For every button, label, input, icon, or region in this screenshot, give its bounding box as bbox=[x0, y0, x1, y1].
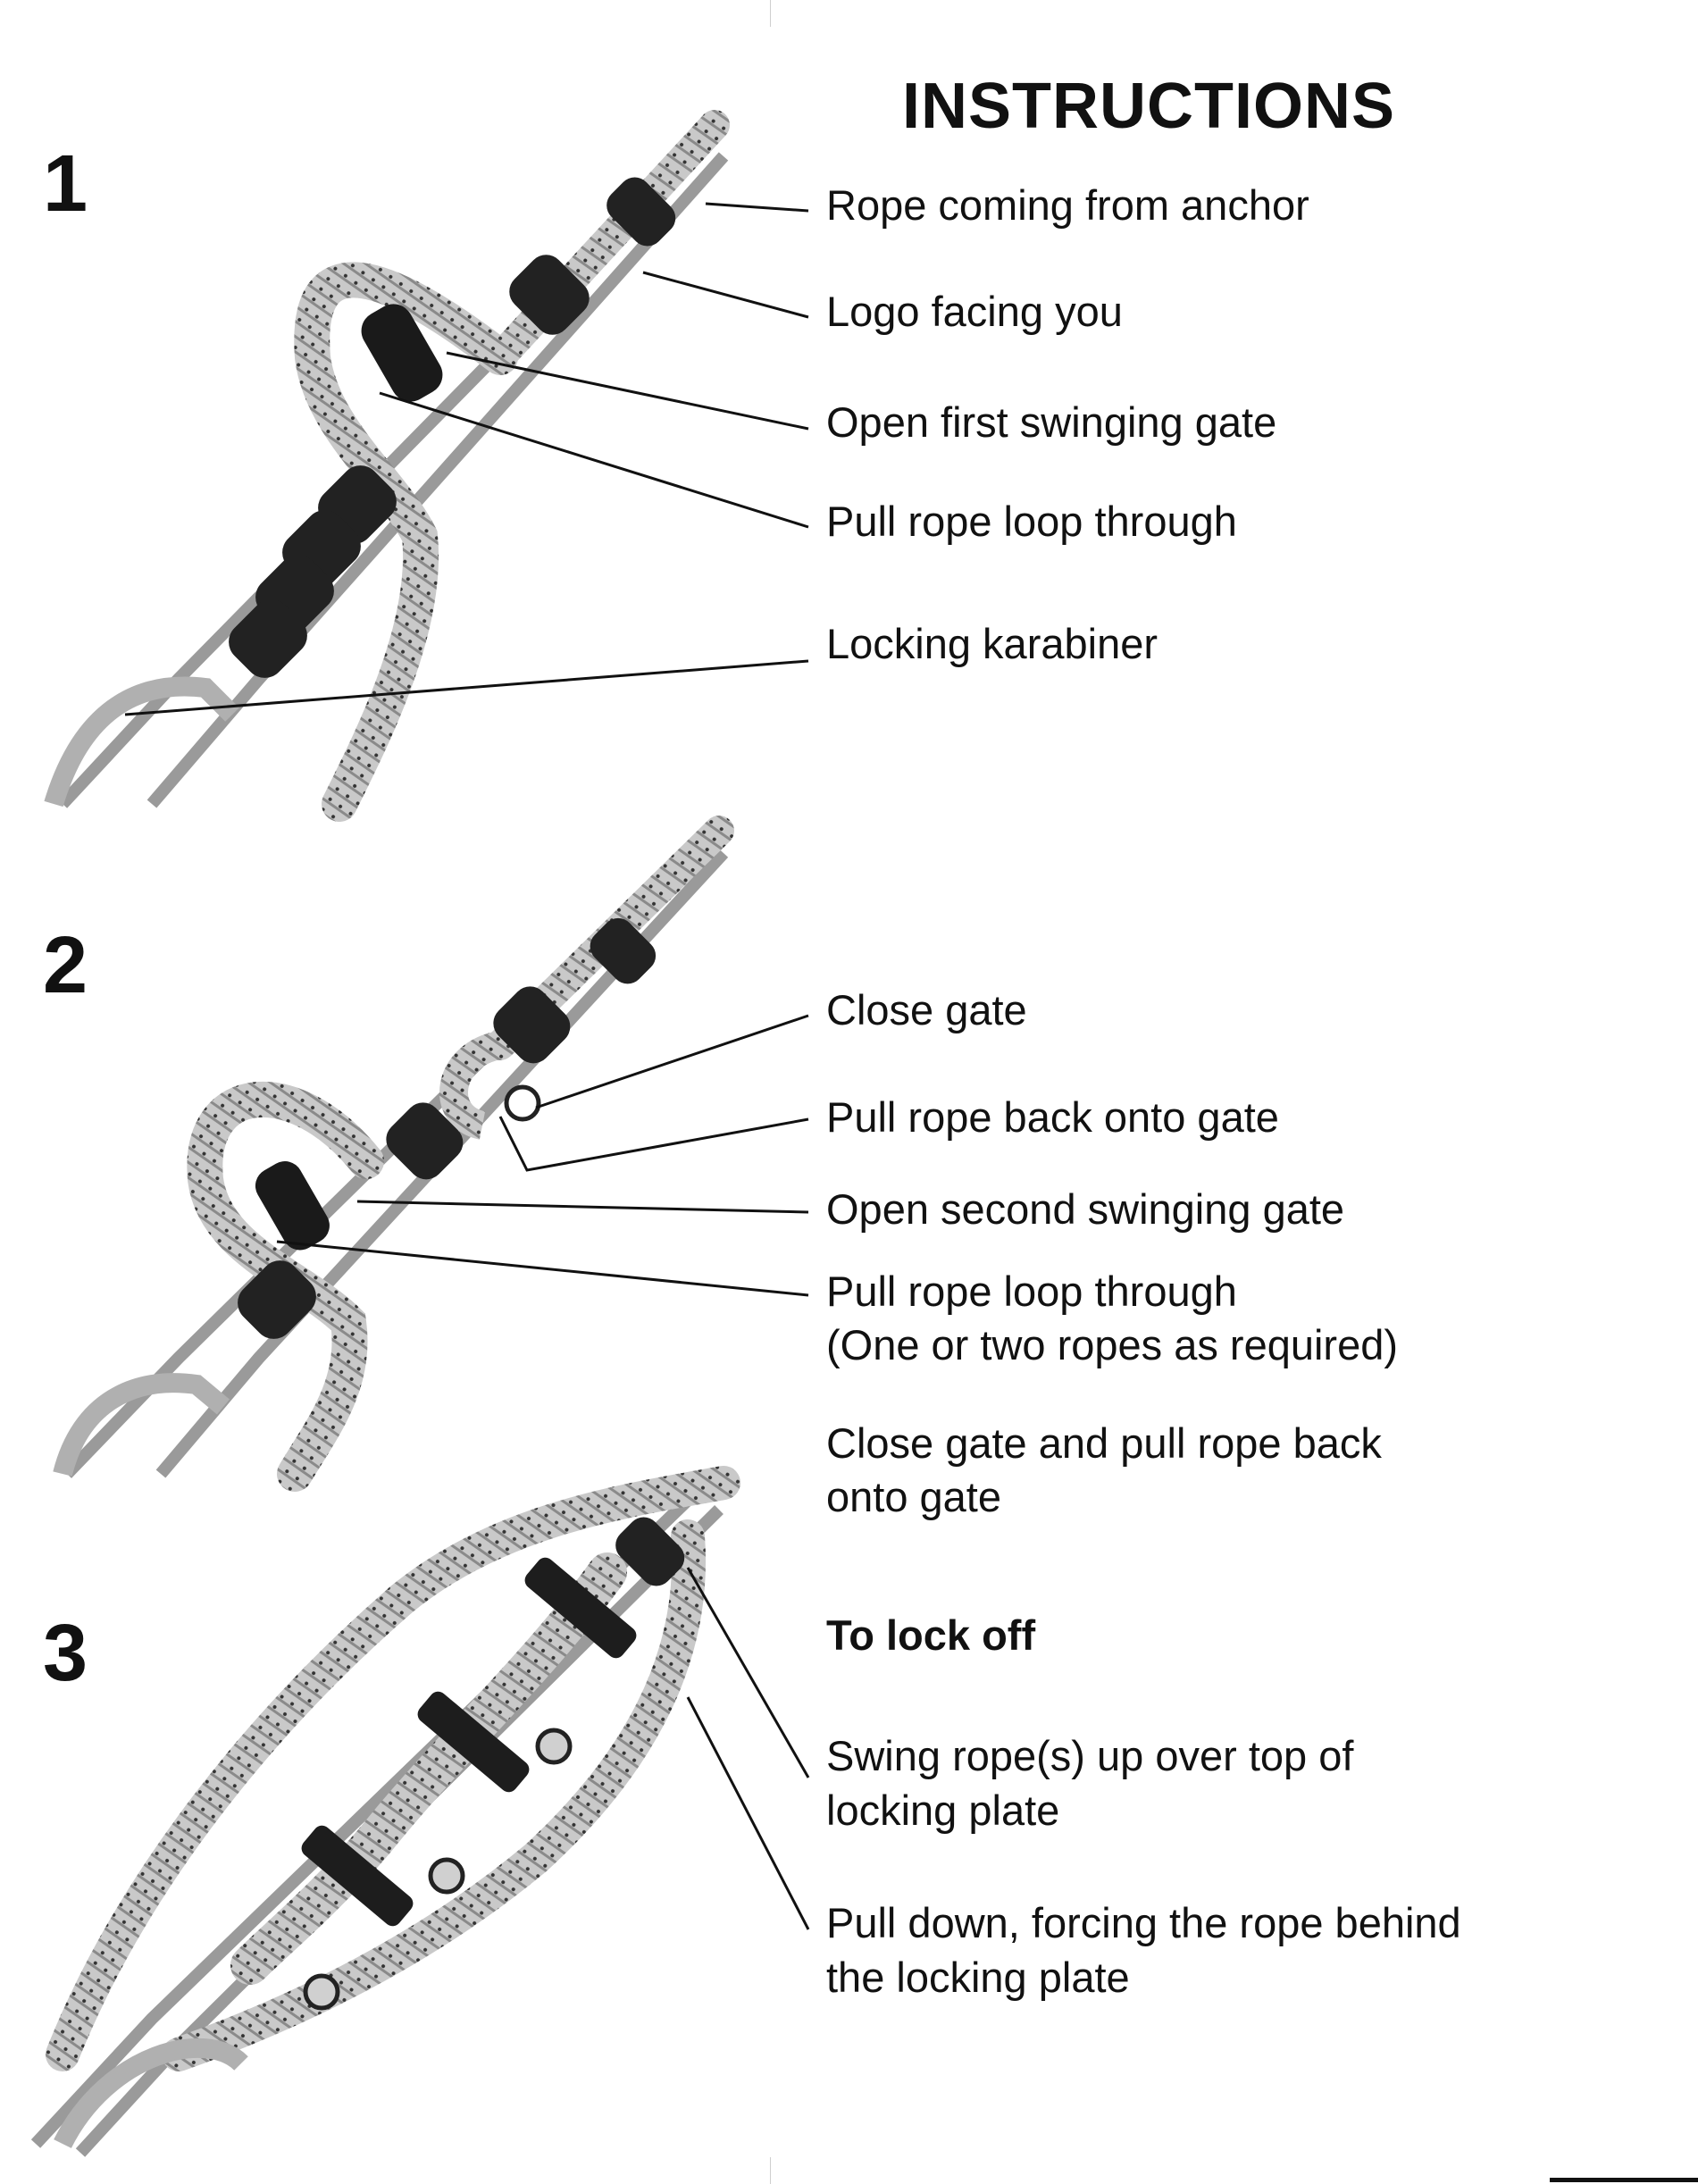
label-swing-rope-2: locking plate bbox=[826, 1787, 1060, 1834]
label-pull-down-1: Pull down, forcing the rope behind bbox=[826, 1899, 1461, 1946]
step-1-illustration bbox=[44, 110, 730, 822]
fold-mark-top bbox=[770, 0, 771, 27]
leader-lines bbox=[124, 202, 810, 1930]
page-title: INSTRUCTIONS bbox=[902, 71, 1395, 142]
step-3-illustration bbox=[30, 1466, 740, 2157]
step-number-1: 1 bbox=[43, 139, 88, 229]
heading-to-lock-off: To lock off bbox=[826, 1611, 1036, 1659]
step-number-3: 3 bbox=[43, 1609, 88, 1698]
label-pull-loop-2: Pull rope loop through bbox=[826, 1268, 1237, 1315]
label-pull-rope-back: Pull rope back onto gate bbox=[826, 1093, 1279, 1141]
page-edge-bar bbox=[1550, 2178, 1698, 2182]
fold-mark-bottom bbox=[770, 2157, 771, 2184]
label-close-gate: Close gate bbox=[826, 986, 1027, 1033]
label-rope-from-anchor: Rope coming from anchor bbox=[826, 181, 1309, 229]
label-open-first-gate: Open first swinging gate bbox=[826, 398, 1277, 446]
label-logo-facing-you: Logo facing you bbox=[826, 288, 1123, 335]
label-close-and-pull-1: Close gate and pull rope back bbox=[826, 1419, 1382, 1467]
label-pull-loop-1: Pull rope loop through bbox=[826, 498, 1237, 545]
step-number-2: 2 bbox=[43, 921, 88, 1010]
label-swing-rope-1: Swing rope(s) up over top of bbox=[826, 1732, 1354, 1779]
label-one-or-two-ropes: (One or two ropes as required) bbox=[826, 1321, 1399, 1368]
label-locking-karabiner: Locking karabiner bbox=[826, 620, 1158, 667]
label-close-and-pull-2: onto gate bbox=[826, 1473, 1002, 1520]
step-2-illustration bbox=[53, 816, 734, 1492]
label-open-second-gate: Open second swinging gate bbox=[826, 1185, 1345, 1233]
label-pull-down-2: the locking plate bbox=[826, 1954, 1130, 2001]
